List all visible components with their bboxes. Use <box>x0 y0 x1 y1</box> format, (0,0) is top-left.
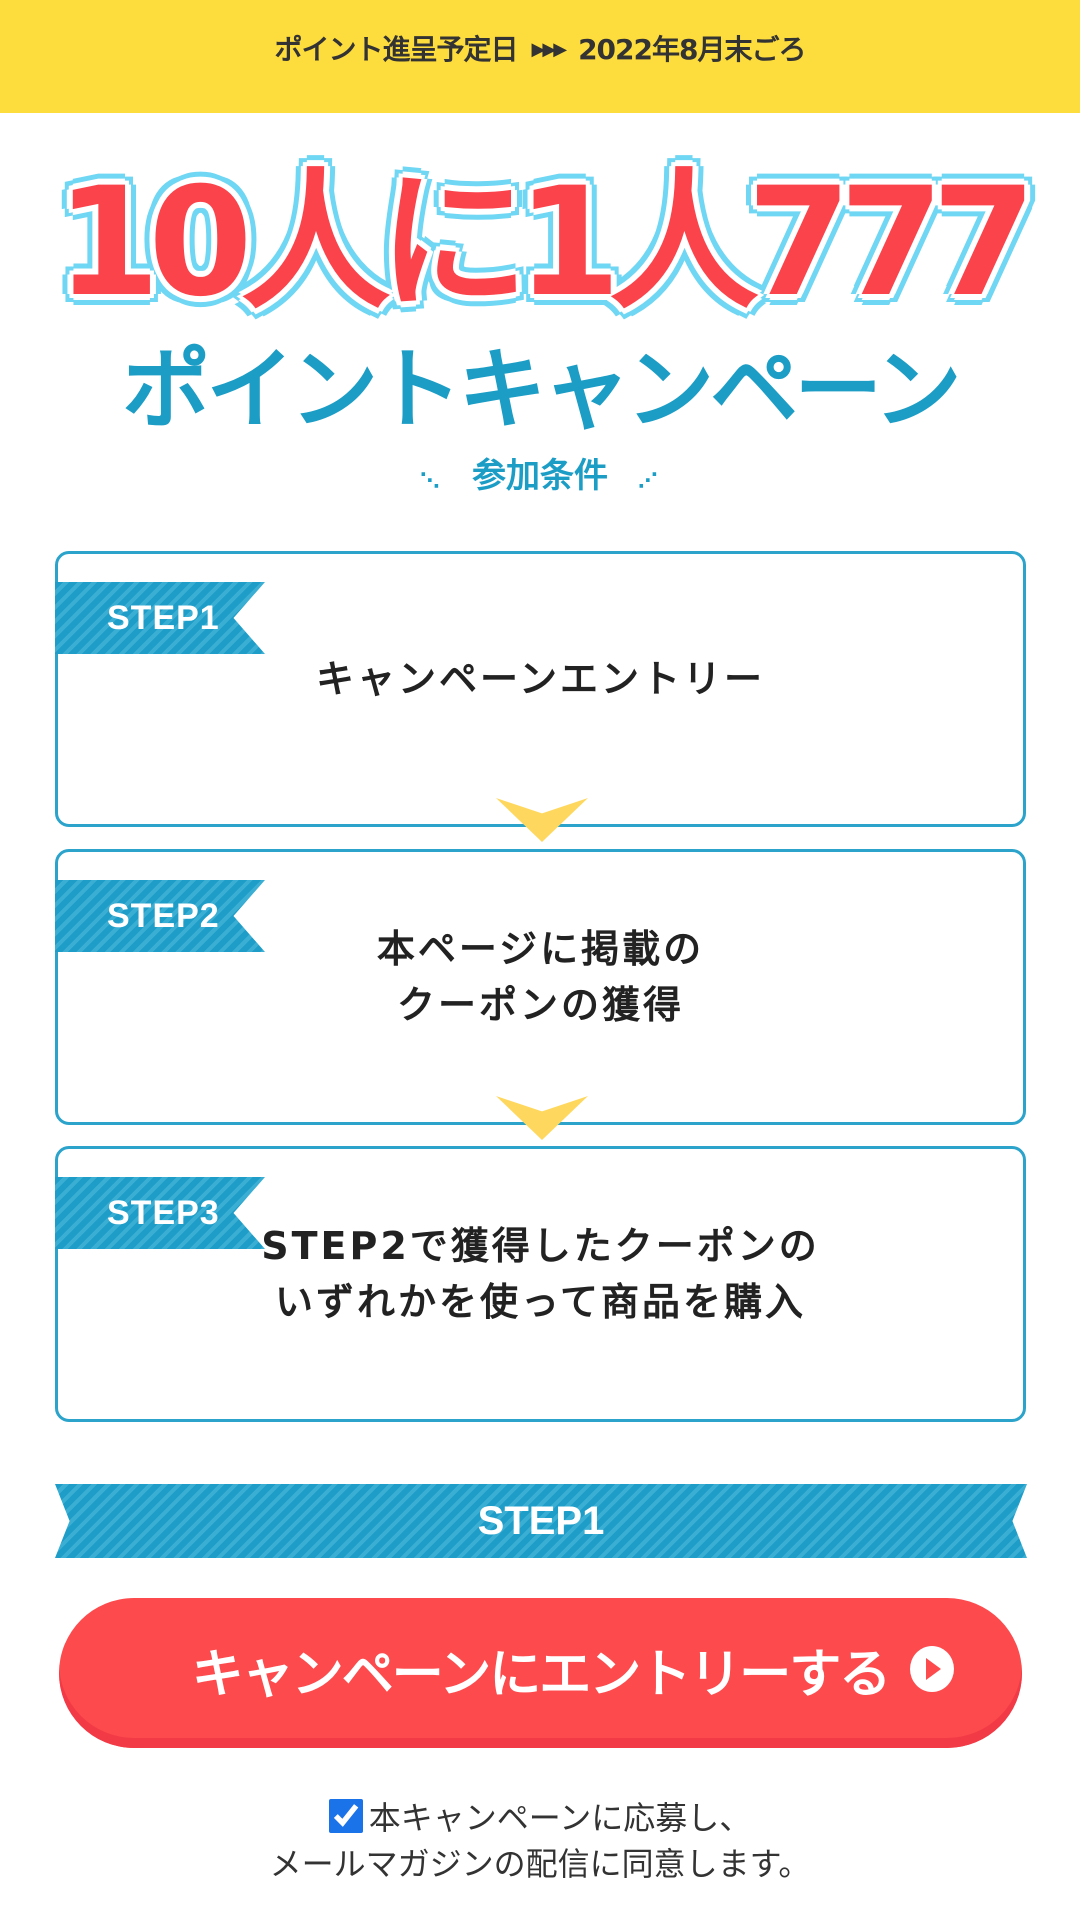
entry-button-label: キャンペーンにエントリーする <box>191 1645 891 1705</box>
consent-text-line1: 本キャンペーンに応募し、 <box>368 1799 752 1837</box>
step-description: STEP2で獲得したクーポンのいずれかを使って商品を購入 <box>58 1149 1023 1419</box>
step-tag: STEP2 <box>55 880 265 952</box>
step-text-line: クーポンの獲得 <box>396 983 684 1027</box>
conditions-heading: ⋱ 参加条件 ⋰ <box>0 448 1080 497</box>
consent-area: 本キャンペーンに応募し、 メールマガジンの配信に同意します。 <box>0 1795 1080 1887</box>
conditions-label: 参加条件 <box>472 456 608 496</box>
step-text-line: キャンペーンエントリー <box>315 657 766 701</box>
step-description: 本ページに掲載のクーポンの獲得 <box>58 852 1023 1122</box>
play-circle-icon <box>910 1646 954 1692</box>
consent-text-line2: メールマガジンの配信に同意します。 <box>269 1845 811 1883</box>
triple-arrow-icon: ▶▶▶ <box>531 39 567 60</box>
step-card-1: STEP1 キャンペーンエントリー <box>55 551 1026 827</box>
campaign-entry-button[interactable]: キャンペーンにエントリーする <box>59 1598 1022 1748</box>
consent-checkbox[interactable] <box>328 1799 363 1833</box>
dots-decoration-icon: ⋱ <box>420 468 442 492</box>
step-description: キャンペーンエントリー <box>58 554 1023 824</box>
step-text-line: 本ページに掲載の <box>376 927 705 971</box>
campaign-title-main: 10人に1人777 <box>55 156 1036 330</box>
step-text-line: いずれかを使って商品を購入 <box>274 1280 807 1324</box>
campaign-title-sub: ポイントキャンペーン <box>122 338 962 441</box>
step-tag: STEP3 <box>55 1177 265 1249</box>
point-date-banner: ポイント進呈予定日 ▶▶▶ 2022年8月末ごろ <box>0 0 1080 113</box>
step-text-line: STEP2で獲得したクーポンの <box>261 1224 820 1268</box>
dots-decoration-icon: ⋰ <box>638 468 660 492</box>
step-tag: STEP1 <box>55 582 265 654</box>
step-card-3: STEP3 STEP2で獲得したクーポンのいずれかを使って商品を購入 <box>55 1146 1026 1422</box>
consent-label[interactable]: 本キャンペーンに応募し、 <box>328 1799 752 1837</box>
point-date-label: ポイント進呈予定日 <box>274 33 519 66</box>
point-date-value: 2022年8月末ごろ <box>578 33 806 66</box>
section-ribbon-step1: STEP1 <box>55 1484 1027 1558</box>
step-card-2: STEP2 本ページに掲載のクーポンの獲得 <box>55 849 1026 1125</box>
